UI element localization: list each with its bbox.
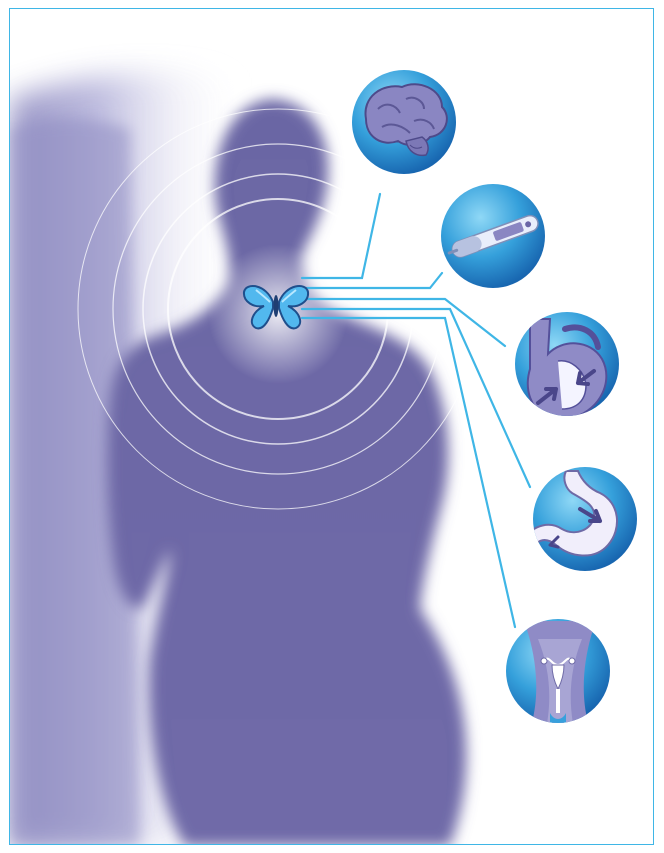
organ-circle-brain: [350, 68, 458, 176]
organ-circle-uterus: [504, 617, 612, 729]
thyroid-glow: [208, 244, 348, 384]
organ-circle-thermometer: [439, 182, 547, 290]
diagram-frame: [9, 8, 654, 845]
organ-circle-stomach: [526, 465, 639, 573]
organ-circle-heart: [513, 310, 621, 421]
thyroid-body-diagram: [10, 9, 654, 845]
